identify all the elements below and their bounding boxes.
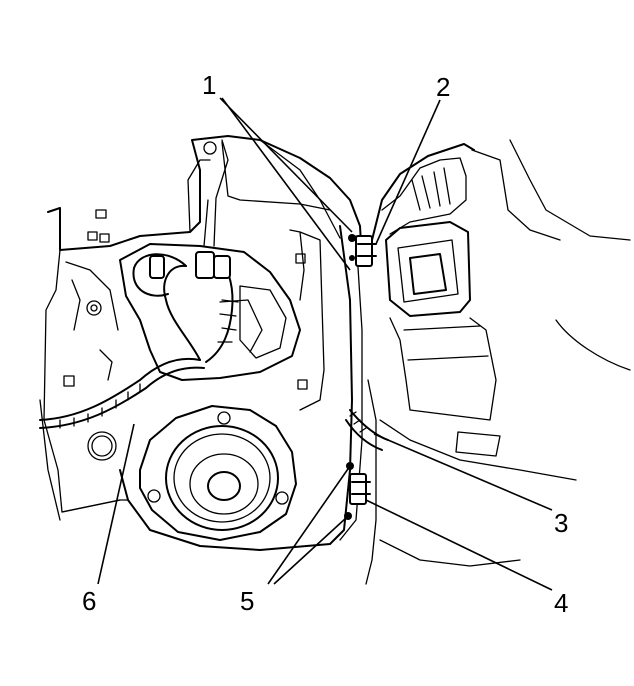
callout-6: 6 <box>82 586 97 616</box>
dashboard-side <box>39 139 631 585</box>
callout-5: 5 <box>240 586 255 616</box>
door-fasteners <box>344 234 377 520</box>
wiring-harness <box>39 139 389 451</box>
door-inner-panel <box>43 135 363 551</box>
callout-1: 1 <box>202 70 217 100</box>
leader-lines <box>97 97 553 591</box>
callout-2: 2 <box>436 72 451 102</box>
callout-4: 4 <box>554 588 569 618</box>
callout-3: 3 <box>554 508 569 538</box>
speaker <box>139 405 297 541</box>
